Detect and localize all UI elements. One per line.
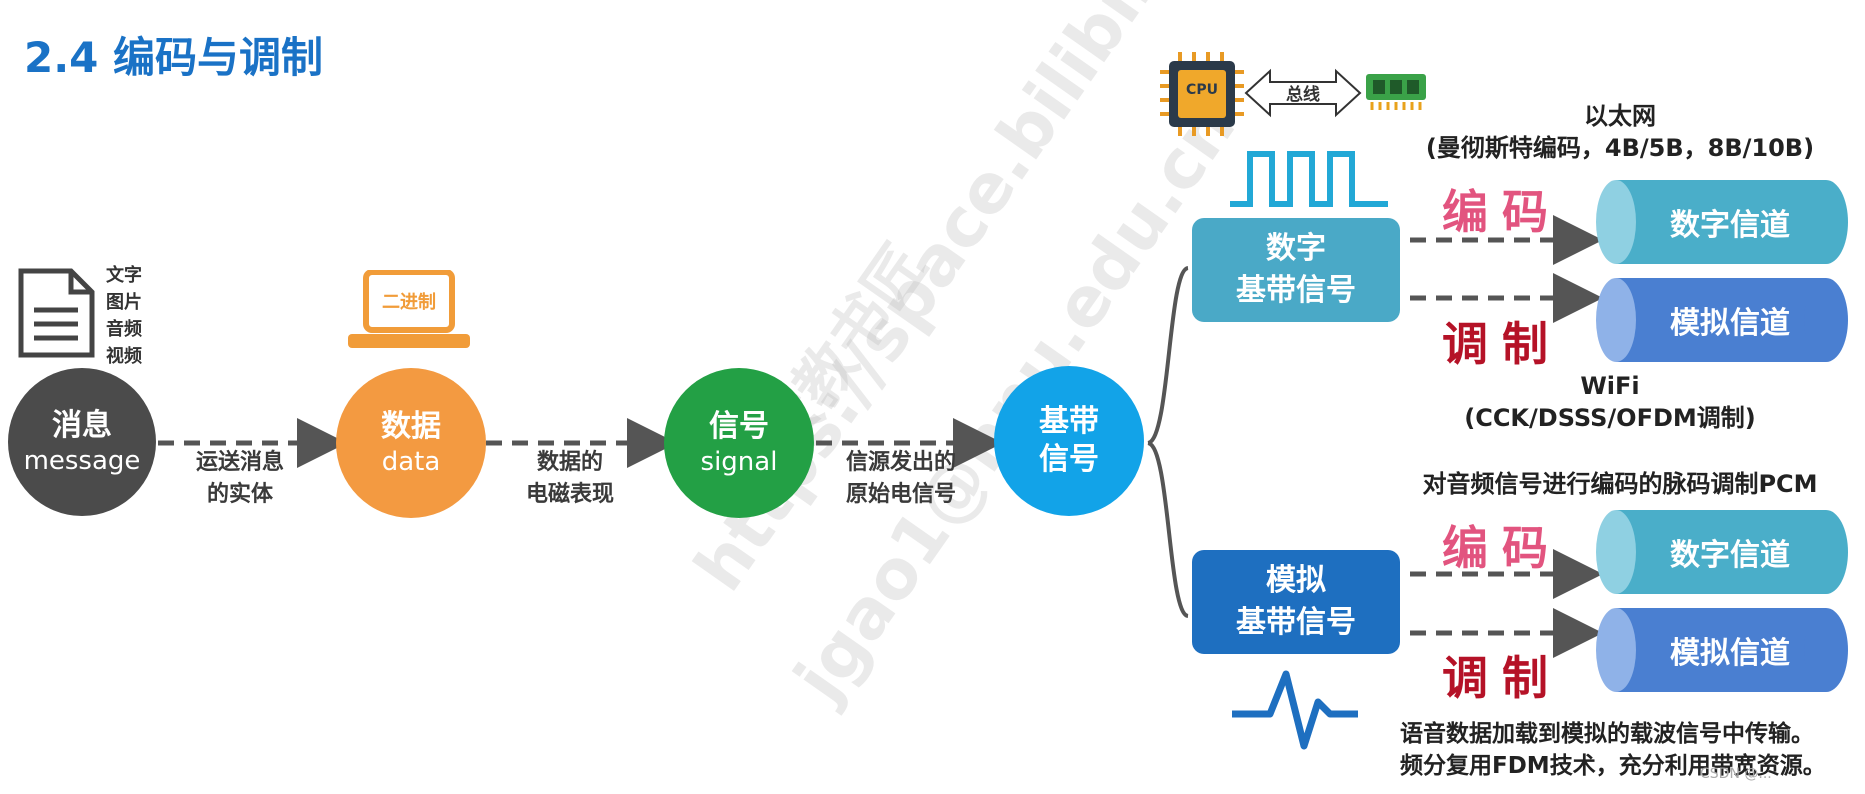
- message-node-en: message: [23, 446, 141, 476]
- file-type-text: 文字: [106, 265, 142, 286]
- bus-double-arrow: [1244, 68, 1362, 118]
- analog-baseband-line1: 模拟: [1266, 563, 1326, 598]
- laptop-label: 二进制: [382, 292, 436, 313]
- cpu-chip-label: CPU: [1186, 82, 1218, 98]
- label-message-data: 运送消息 的实体: [195, 450, 284, 507]
- bus-label: 总线: [1286, 85, 1320, 105]
- upper-encode-word: 编码: [1442, 185, 1562, 239]
- lower-analog-channel-label: 模拟信道: [1670, 636, 1790, 671]
- digital-baseband-line2: 基带信号: [1236, 273, 1356, 308]
- baseband-line2: 信号: [1039, 442, 1099, 477]
- upper-analog-channel-label: 模拟信道: [1670, 306, 1790, 341]
- signal-node-en: signal: [700, 447, 778, 477]
- signal-node: 信号 signal: [664, 368, 814, 518]
- note-wifi: WiFi (CCK/DSSS/OFDM调制): [1464, 372, 1756, 432]
- file-types-list: 文字 图片 音频 视频: [106, 262, 142, 370]
- note-ethernet: 以太网 (曼彻斯特编码，4B/5B，8B/10B): [1425, 102, 1815, 162]
- document-icon: [18, 268, 95, 358]
- brace-upper: [1146, 266, 1190, 445]
- square-wave-icon: [1230, 151, 1388, 207]
- upper-modulate-word: 调制: [1442, 317, 1562, 371]
- lower-modulate-word: 调制: [1442, 651, 1562, 705]
- note-pcm: 对音频信号进行编码的脉码调制PCM: [1422, 470, 1818, 498]
- message-node: 消息 message: [8, 368, 156, 516]
- page-title: 2.4 编码与调制: [24, 33, 324, 82]
- digital-baseband-line1: 数字: [1266, 231, 1326, 266]
- lower-encode-word: 编码: [1442, 521, 1562, 575]
- data-node-cn: 数据: [381, 409, 441, 444]
- signal-node-cn: 信号: [709, 409, 769, 444]
- credit-watermark: CSDN @...: [1700, 766, 1772, 782]
- analog-wave-icon: [1232, 670, 1358, 750]
- lower-analog-channel: [1596, 608, 1848, 692]
- upper-digital-channel-label: 数字信道: [1670, 208, 1790, 243]
- note-analog-carrier: 语音数据加载到模拟的载波信号中传输。 频分复用FDM技术，充分利用带宽资源。: [1400, 721, 1826, 779]
- lower-digital-channel: [1596, 510, 1848, 594]
- label-signal-baseband: 信源发出的 原始电信号: [845, 450, 956, 507]
- analog-baseband-box: 模拟 基带信号: [1192, 550, 1400, 654]
- upper-digital-channel: [1596, 180, 1848, 264]
- analog-baseband-line2: 基带信号: [1236, 605, 1356, 640]
- data-node-en: data: [381, 447, 441, 477]
- file-type-audio: 音频: [106, 319, 142, 340]
- label-data-signal: 数据的 电磁表现: [525, 450, 614, 507]
- laptop-icon: [348, 270, 470, 348]
- baseband-node: 基带 信号: [994, 366, 1144, 516]
- cpu-chip-icon: [1160, 52, 1244, 136]
- message-node-cn: 消息: [52, 408, 112, 443]
- upper-analog-channel: [1596, 278, 1848, 362]
- file-type-image: 图片: [106, 292, 142, 313]
- baseband-line1: 基带: [1039, 404, 1099, 439]
- file-type-video: 视频: [106, 346, 142, 367]
- data-node: 数据 data: [336, 368, 486, 518]
- digital-baseband-box: 数字 基带信号: [1192, 218, 1400, 322]
- lower-digital-channel-label: 数字信道: [1670, 538, 1790, 573]
- brace-lower: [1146, 441, 1190, 618]
- ram-icon: [1366, 74, 1426, 110]
